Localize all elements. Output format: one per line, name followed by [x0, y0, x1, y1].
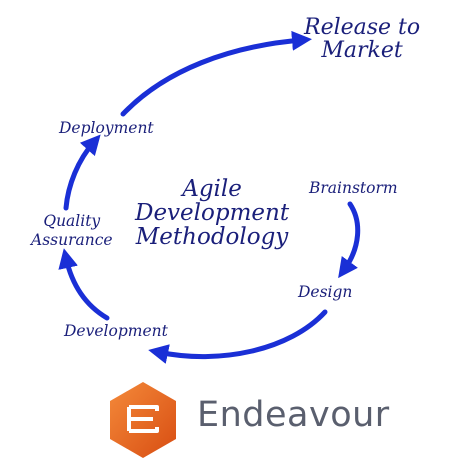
diagram-title: Agile Development Methodology	[135, 176, 290, 251]
title-line-3: Methodology	[135, 224, 289, 251]
release-line-1: Release to	[304, 15, 421, 40]
stage-development: Development	[64, 322, 168, 340]
stage-design: Design	[298, 283, 353, 301]
stage-deployment: Deployment	[59, 119, 154, 137]
release-to-market-label: Release to Market	[304, 16, 420, 62]
endeavour-logo-icon	[110, 382, 176, 458]
title-line-1: Agile	[182, 176, 242, 202]
brand-name: Endeavour	[197, 395, 390, 435]
arrow-brainstorm-to-design	[338, 201, 361, 279]
arrow-development-to-qa	[58, 248, 110, 321]
arrow-qa-to-deployment	[63, 134, 101, 211]
qa-line-2: Assurance	[31, 231, 113, 250]
arrow-deployment-to-release	[120, 30, 312, 117]
qa-line-1: Quality	[43, 212, 101, 230]
release-line-2: Market	[321, 38, 403, 64]
arrow-design-to-development	[148, 309, 328, 364]
stage-quality-assurance: Quality Assurance	[31, 212, 113, 251]
stage-brainstorm: Brainstorm	[309, 179, 398, 197]
title-line-2: Development	[135, 200, 290, 227]
